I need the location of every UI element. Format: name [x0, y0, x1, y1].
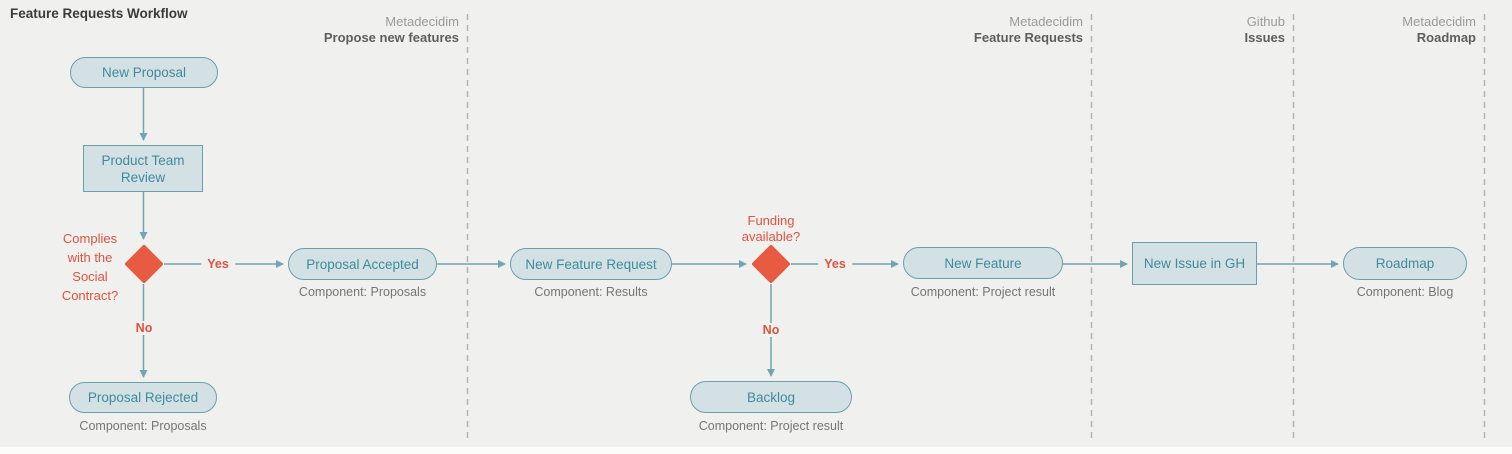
edge-label-funding-yes: Yes	[818, 257, 852, 271]
caption-roadmap: Component: Blog	[1356, 285, 1454, 299]
lane-name-label: Propose new features	[323, 30, 459, 45]
edge-label-funding-no: No	[756, 323, 786, 337]
caption-proposal-accepted: Component: Proposals	[298, 285, 427, 299]
node-new-feature-request: New Feature Request	[510, 248, 672, 280]
lane-name-label: Feature Requests	[973, 30, 1083, 45]
edge-label-complies-yes: Yes	[201, 257, 235, 271]
decision-diamond-funding	[751, 244, 791, 284]
lane-header-propose-new-features: Metadecidim Propose new features	[324, 14, 459, 46]
caption-proposal-rejected: Component: Proposals	[79, 419, 207, 433]
node-roadmap: Roadmap	[1343, 247, 1467, 280]
lane-header-github-issues: Github Issues	[1245, 14, 1285, 46]
node-new-feature: New Feature	[903, 247, 1063, 279]
edge-label-complies-no: No	[129, 321, 159, 335]
diamond-shape	[751, 244, 791, 284]
caption-new-feature-request: Component: Results	[534, 285, 648, 299]
node-product-team-review: Product Team Review	[83, 145, 203, 192]
bottom-strip	[0, 447, 1512, 454]
node-proposal-rejected: Proposal Rejected	[69, 382, 217, 413]
lane-header-feature-requests: Metadecidim Feature Requests	[974, 14, 1083, 46]
node-proposal-accepted: Proposal Accepted	[288, 248, 437, 280]
lane-platform-label: Github	[1246, 14, 1285, 29]
lane-platform-label: Metadecidim	[385, 14, 459, 29]
decision-label-complies: Complies with the Social Contract?	[61, 231, 119, 303]
page-title: Feature Requests Workflow	[10, 6, 188, 21]
lane-name-label: Issues	[1244, 30, 1285, 45]
node-backlog: Backlog	[690, 381, 852, 413]
decision-label-funding: Funding available?	[741, 213, 801, 244]
node-new-proposal: New Proposal	[70, 57, 218, 88]
lane-platform-label: Metadecidim	[1009, 14, 1083, 29]
lane-platform-label: Metadecidim	[1402, 14, 1476, 29]
node-new-issue-in-gh: New Issue in GH	[1132, 242, 1257, 285]
caption-new-feature: Component: Project result	[910, 285, 1056, 299]
caption-backlog: Component: Project result	[698, 419, 844, 433]
lane-header-roadmap: Metadecidim Roadmap	[1402, 14, 1476, 46]
lane-name-label: Roadmap	[1416, 30, 1476, 45]
